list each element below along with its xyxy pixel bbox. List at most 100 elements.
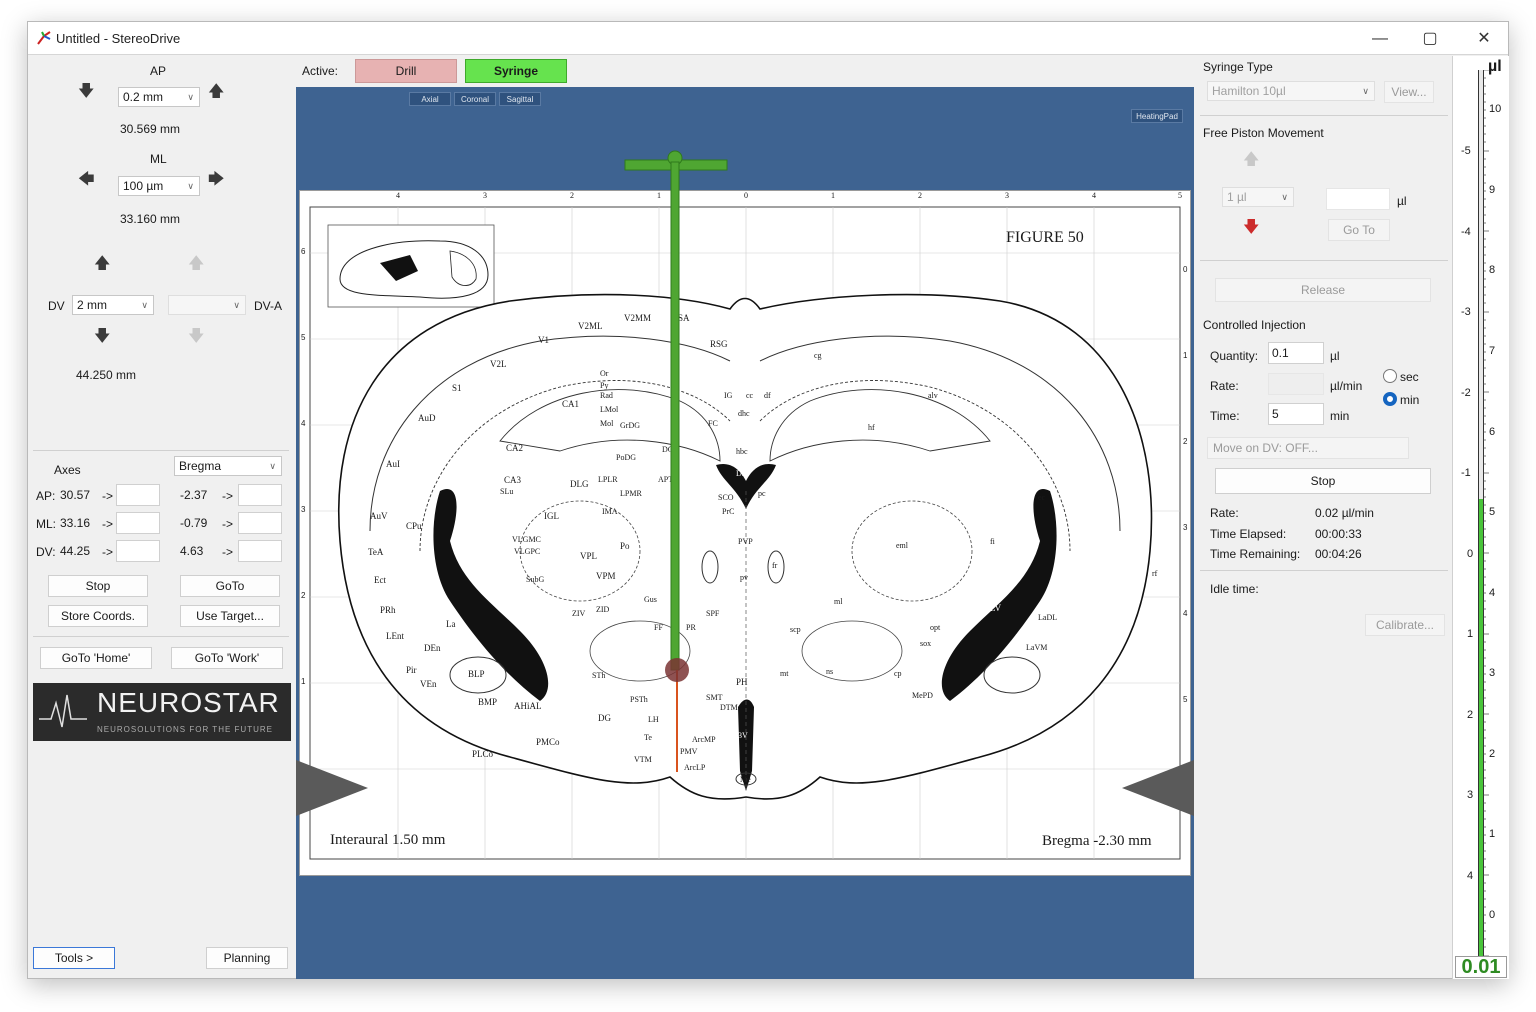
maximize-icon[interactable]: ▢ [1422, 30, 1438, 47]
dva-label: DV-A [254, 299, 283, 313]
goto-piston-button[interactable]: Go To [1328, 219, 1390, 241]
region-label: ml [834, 597, 843, 606]
goto-work-button[interactable]: GoTo 'Work' [171, 647, 283, 669]
ap-up-arrow-icon[interactable]: 🡅 [208, 83, 225, 100]
region-label: PrC [722, 507, 735, 516]
tick-label: 4 [1183, 609, 1188, 618]
move-on-dv-button[interactable]: Move on DV: OFF... [1207, 437, 1409, 459]
goto-home-button[interactable]: GoTo 'Home' [40, 647, 152, 669]
region-label: STh [592, 671, 606, 680]
piston-up-arrow-icon[interactable]: 🡅 [1243, 151, 1260, 168]
use-target-button[interactable]: Use Target... [180, 605, 280, 627]
drill-button[interactable]: Drill [355, 59, 457, 83]
region-label: LEnt [386, 631, 404, 641]
chevron-down-icon: ∨ [1362, 86, 1369, 96]
dva-step-select[interactable]: ∨ [168, 295, 246, 315]
region-label: LV [990, 603, 1002, 613]
ml-step-select[interactable]: 100 µm∨ [118, 176, 200, 196]
goto-button[interactable]: GoTo [180, 575, 280, 597]
ml-right-arrow-icon[interactable]: 🡆 [208, 171, 225, 188]
interaural-label: Interaural 1.50 mm [330, 832, 446, 848]
axis-rel-target-input[interactable] [238, 512, 282, 534]
ml-left-arrow-icon[interactable]: 🡄 [78, 171, 95, 188]
tools-button[interactable]: Tools > [33, 947, 115, 969]
region-label: BLP [468, 669, 485, 679]
gauge-label: 9 [1489, 184, 1496, 196]
region-label: PSTh [630, 695, 648, 704]
tab-axial[interactable]: Axial [409, 92, 451, 106]
right-nav-triangle-icon[interactable] [1120, 760, 1194, 816]
close-icon[interactable]: ✕ [1477, 30, 1491, 47]
volume-gauge: µl 10 9 8 7 6 5 4 3 2 1 0 -5 -4 -3 -2 -1… [1452, 56, 1509, 979]
region-label: ZID [596, 605, 610, 614]
axis-target-input[interactable] [116, 540, 160, 562]
figure-title: FIGURE 50 [1006, 229, 1084, 246]
region-label: fr [772, 561, 778, 570]
region-label: VEn [420, 679, 437, 689]
axis-target-input[interactable] [116, 512, 160, 534]
region-label: Ect [374, 575, 386, 585]
quantity-input[interactable]: 0.1 [1268, 342, 1324, 364]
release-button[interactable]: Release [1215, 278, 1431, 302]
minimize-icon[interactable]: — [1372, 30, 1388, 47]
store-coords-button[interactable]: Store Coords. [48, 605, 148, 627]
syringe-type-select[interactable]: Hamilton 10µl∨ [1207, 81, 1375, 101]
dva-up-arrow-icon[interactable]: 🡅 [188, 255, 205, 272]
tab-coronal[interactable]: Coronal [454, 92, 496, 106]
left-nav-triangle-icon[interactable] [296, 760, 370, 816]
rate-input[interactable] [1268, 373, 1324, 395]
sec-radio[interactable] [1383, 369, 1397, 383]
dv-up-arrow-icon[interactable]: 🡅 [94, 255, 111, 272]
region-label: PR [686, 623, 696, 632]
axis-rel-target-input[interactable] [238, 540, 282, 562]
injection-stop-button[interactable]: Stop [1215, 468, 1431, 494]
tick-label: 2 [1183, 437, 1188, 446]
gauge-label: -4 [1461, 226, 1471, 238]
region-label: LaDL [1038, 613, 1058, 622]
region-label: LaVM [1026, 643, 1048, 652]
region-label: SA [678, 313, 690, 323]
ap-down-arrow-icon[interactable]: 🡇 [78, 83, 95, 100]
axis-rel-target-input[interactable] [238, 484, 282, 506]
active-label: Active: [302, 64, 339, 78]
heating-pad-toggle[interactable]: HeatingPad [1131, 109, 1183, 123]
region-label: LMol [600, 405, 619, 414]
region-label: D3V [736, 469, 752, 478]
chevron-down-icon: ∨ [141, 300, 148, 310]
axis-row-label: AP: [36, 489, 56, 503]
planning-button[interactable]: Planning [206, 947, 288, 969]
axis-abs-value: 44.25 [60, 544, 91, 558]
region-label: APT [658, 475, 674, 484]
divider [1200, 260, 1448, 261]
piston-down-arrow-icon[interactable]: 🡇 [1243, 219, 1260, 236]
tick-label: 5 [301, 333, 306, 342]
piston-position-input[interactable] [1326, 188, 1390, 210]
axes-label: Axes [54, 463, 81, 477]
ap-step-select[interactable]: 0.2 mm∨ [118, 87, 200, 107]
arrow-text: -> [102, 545, 114, 559]
dv-down-arrow-icon[interactable]: 🡇 [94, 328, 111, 345]
region-label: DLG [570, 479, 589, 489]
axis-target-input[interactable] [116, 484, 160, 506]
region-label: pc [758, 489, 766, 498]
quantity-unit: µl [1330, 349, 1340, 363]
region-label: DTM [720, 703, 738, 712]
tab-sagittal[interactable]: Sagittal [499, 92, 541, 106]
dva-down-arrow-icon[interactable]: 🡇 [188, 328, 205, 345]
region-label: LH [648, 715, 659, 724]
region-label: RSG [710, 339, 728, 349]
gauge-label: 10 [1489, 103, 1502, 115]
piston-step-select[interactable]: 1 µl∨ [1222, 187, 1294, 207]
syringe-button[interactable]: Syringe [465, 59, 567, 83]
region-label: VLGPC [514, 547, 541, 556]
region-label: PMV [680, 747, 698, 756]
stop-button[interactable]: Stop [48, 575, 148, 597]
tick-label: 1 [1183, 351, 1188, 360]
reference-select[interactable]: Bregma∨ [174, 456, 282, 476]
dv-step-select[interactable]: 2 mm∨ [72, 295, 154, 315]
min-radio[interactable] [1383, 392, 1397, 406]
time-input[interactable]: 5 [1268, 403, 1324, 425]
view-syringe-button[interactable]: View... [1384, 81, 1434, 103]
ml-value: 33.160 mm [120, 212, 181, 226]
calibrate-button[interactable]: Calibrate... [1365, 614, 1445, 636]
